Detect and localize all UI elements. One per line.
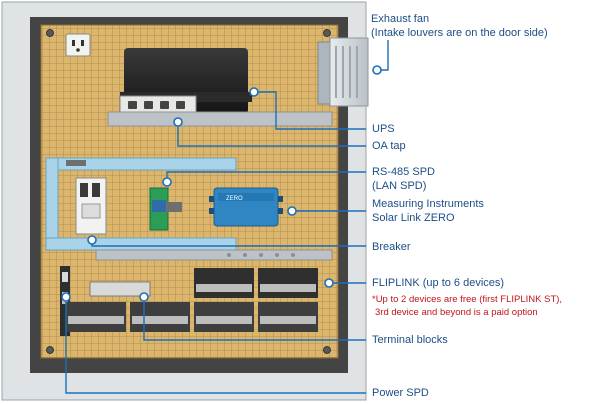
corner-screws — [46, 29, 331, 354]
fliplink-note-line-1: *Up to 2 devices are free (first FLIPLIN… — [372, 294, 563, 305]
callout-dots — [61, 65, 382, 302]
oa-tap — [119, 95, 197, 115]
fliplink-note-line-2: 3rd device and beyond is a paid option — [375, 307, 538, 318]
label-exhaust-fan: Exhaust fan (Intake louvers are on the d… — [371, 12, 548, 40]
lower-din-rail — [95, 249, 333, 261]
upper-din-rail — [107, 111, 333, 127]
exhaust-fan-title: Exhaust fan — [371, 13, 430, 25]
rs485-spd-unit — [149, 187, 182, 231]
fliplink-units — [194, 268, 318, 298]
label-rs485-spd: RS-485 SPD (LAN SPD) — [372, 165, 435, 193]
label-fliplink: FLIPLINK (up to 6 devices) — [372, 277, 505, 289]
label-breaker: Breaker — [372, 241, 411, 253]
label-oa-tap: OA tap — [372, 140, 406, 152]
rail-nuts — [227, 253, 295, 257]
measuring-instruments-title: Measuring Instruments — [372, 198, 484, 210]
breaker-unit — [75, 177, 107, 235]
solar-link-zero-device: ZERO — [209, 187, 283, 227]
exhaust-fan — [317, 37, 369, 107]
terminal-blocks — [66, 281, 318, 332]
device-logo-text: ZERO — [226, 196, 243, 202]
power-outlet-icon — [65, 33, 91, 57]
rs485-spd-title: RS-485 SPD — [372, 166, 435, 178]
label-measuring-instruments: Measuring Instruments Solar Link ZERO — [372, 197, 484, 225]
fliplink-pricing-note: *Up to 2 devices are free (first FLIPLIN… — [372, 293, 562, 319]
label-ups: UPS — [372, 123, 395, 135]
label-power-spd: Power SPD — [372, 387, 429, 399]
label-terminal-blocks: Terminal blocks — [372, 334, 448, 346]
solar-link-zero-title: Solar Link ZERO — [372, 212, 455, 224]
rs485-spd-note: (LAN SPD) — [372, 180, 427, 192]
exhaust-fan-note: (Intake louvers are on the door side) — [371, 27, 548, 39]
